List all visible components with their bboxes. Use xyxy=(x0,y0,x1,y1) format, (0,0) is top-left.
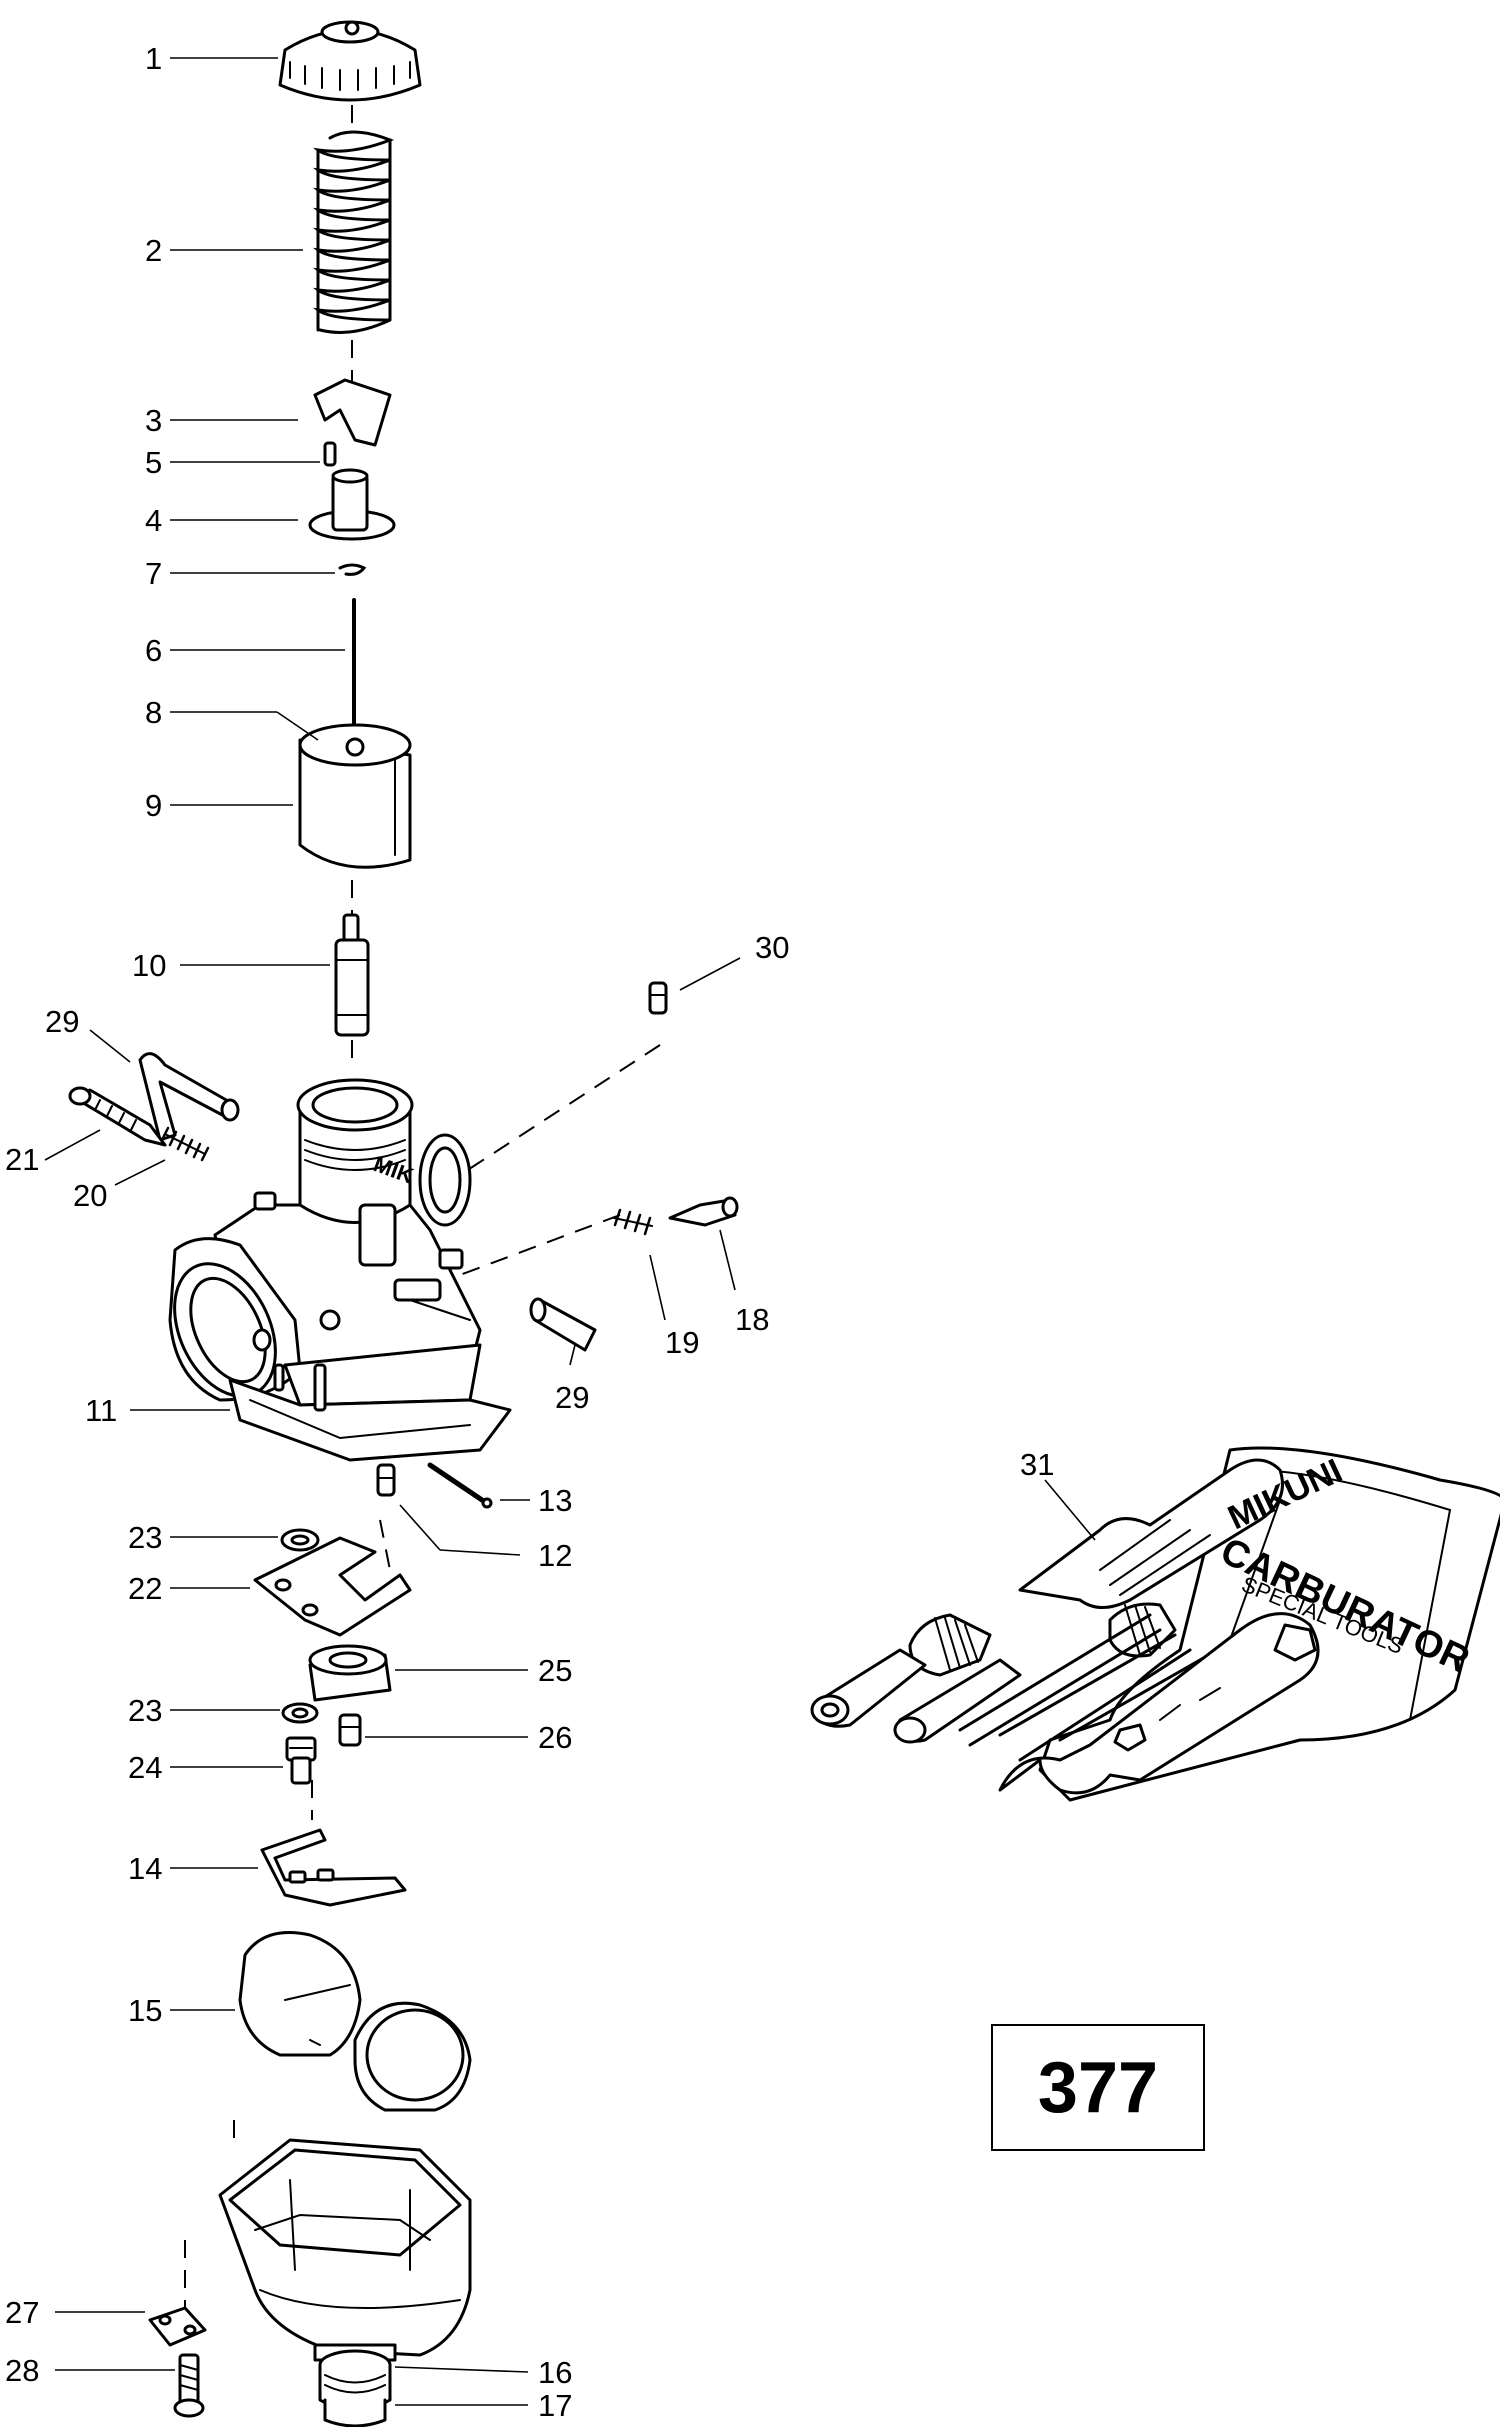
callout-25: 25 xyxy=(538,1653,572,1688)
callout-labels: 1 2 3 5 4 7 6 8 9 10 30 29 21 20 19 18 2… xyxy=(5,41,1054,2423)
callout-9: 9 xyxy=(145,788,162,823)
callout-18: 18 xyxy=(735,1302,769,1337)
callout-10: 10 xyxy=(132,948,166,983)
callout-5: 5 xyxy=(145,445,162,480)
part-main-jet xyxy=(285,1736,317,1785)
callout-13: 13 xyxy=(538,1483,572,1518)
callout-26: 26 xyxy=(538,1720,572,1755)
callout-21: 21 xyxy=(5,1142,39,1177)
part-pin xyxy=(323,441,337,467)
callout-29-lower: 29 xyxy=(555,1380,589,1415)
part-spring xyxy=(312,130,395,334)
callout-20: 20 xyxy=(73,1178,107,1213)
part-needle-jet xyxy=(334,913,370,1037)
reference-box xyxy=(991,2024,1205,2151)
callout-15: 15 xyxy=(128,1993,162,2028)
part-plate xyxy=(313,378,392,447)
part-hose-lower xyxy=(529,1297,597,1352)
callout-12: 12 xyxy=(538,1538,572,1573)
callout-14: 14 xyxy=(128,1851,162,1886)
part-needle-holder xyxy=(308,468,396,541)
callout-27: 27 xyxy=(5,2295,39,2330)
callout-19: 19 xyxy=(665,1325,699,1360)
part-throttle-valve xyxy=(298,723,412,869)
callout-31: 31 xyxy=(1020,1447,1054,1482)
part-baffle-plate xyxy=(253,1536,412,1637)
part-carburetor-body xyxy=(168,1078,512,1462)
part-small-nut xyxy=(338,1713,362,1747)
part-idle-screw xyxy=(668,1196,739,1227)
part-adjust-screw xyxy=(68,1086,167,1147)
part-bracket xyxy=(148,2306,207,2347)
callout-7: 7 xyxy=(145,556,162,591)
callout-16: 16 xyxy=(538,2355,572,2390)
callout-17: 17 xyxy=(538,2388,572,2423)
reference-number: 377 xyxy=(1038,2048,1158,2128)
part-washer-lower xyxy=(281,1702,319,1724)
part-float-pin xyxy=(427,1462,493,1509)
part-float-left xyxy=(238,1931,362,2057)
callout-29-upper: 29 xyxy=(45,1004,79,1039)
callout-22: 22 xyxy=(128,1571,162,1606)
part-special-tools-kit xyxy=(810,1446,1500,1802)
part-pilot-air-jet xyxy=(648,981,668,1015)
callout-30: 30 xyxy=(755,930,789,965)
callout-8: 8 xyxy=(145,695,162,730)
part-cap xyxy=(278,20,422,102)
part-clip xyxy=(338,563,367,576)
part-float-chamber xyxy=(218,2138,472,2362)
callout-4: 4 xyxy=(145,503,162,538)
part-bolt xyxy=(173,2353,205,2418)
callout-2: 2 xyxy=(145,233,162,268)
part-float-arm xyxy=(260,1828,407,1907)
callout-3: 3 xyxy=(145,403,162,438)
callout-6: 6 xyxy=(145,633,162,668)
part-idle-spring xyxy=(613,1208,653,1236)
part-pilot-jet xyxy=(376,1463,396,1497)
leader-lines xyxy=(44,57,1096,2406)
part-adjust-spring xyxy=(160,1126,210,1162)
part-float-right xyxy=(353,2001,472,2112)
part-hose-upper xyxy=(138,1052,240,1142)
callout-1: 1 xyxy=(145,41,162,76)
callout-11: 11 xyxy=(85,1393,117,1428)
callout-23-lower: 23 xyxy=(128,1693,162,1728)
callout-28: 28 xyxy=(5,2353,39,2388)
callout-23-upper: 23 xyxy=(128,1520,162,1555)
part-washer-upper xyxy=(280,1528,320,1552)
callout-24: 24 xyxy=(128,1750,162,1785)
part-valve-seat xyxy=(308,1644,392,1702)
part-drain-plug xyxy=(318,2349,392,2427)
